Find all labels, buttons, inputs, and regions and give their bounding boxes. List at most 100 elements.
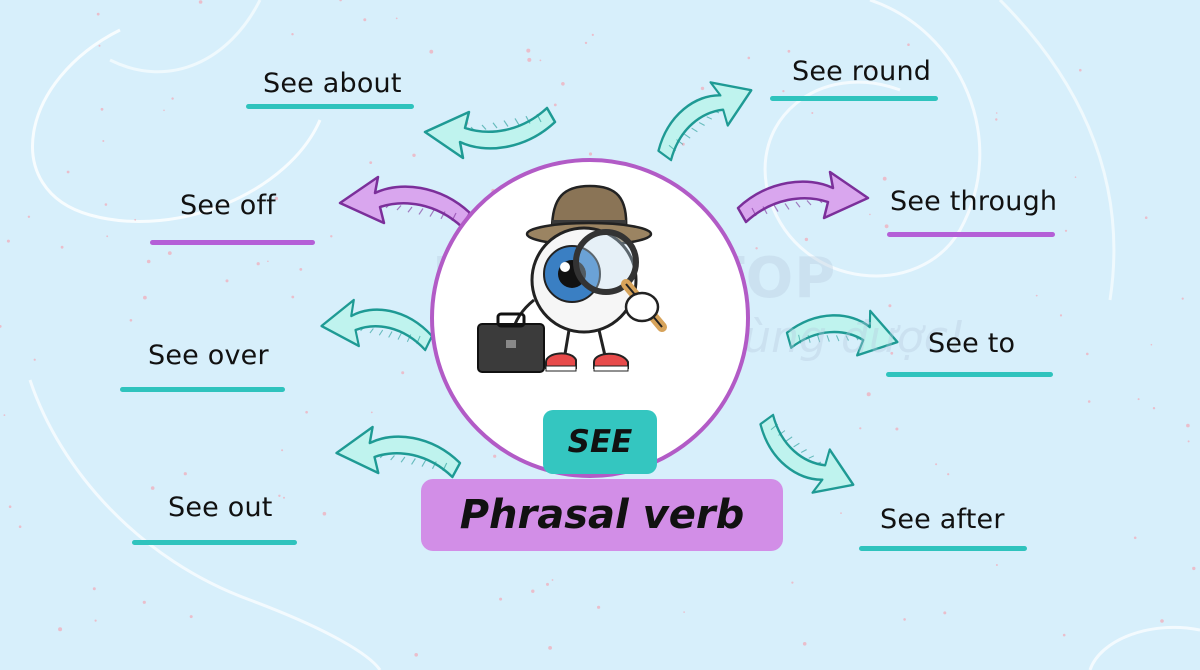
underline-see-round xyxy=(770,96,938,101)
speckle xyxy=(322,511,327,516)
underline-see-about xyxy=(246,104,414,109)
speckle xyxy=(0,325,2,328)
speckle xyxy=(1144,216,1148,219)
speckle xyxy=(1079,68,1082,72)
speckle xyxy=(895,427,899,431)
speckle xyxy=(395,17,398,20)
speckle xyxy=(947,473,950,476)
speckle xyxy=(98,44,101,47)
speckle xyxy=(1150,343,1153,346)
speckle xyxy=(1086,352,1089,356)
speckle xyxy=(92,587,96,591)
speckle xyxy=(1160,619,1164,623)
speckle xyxy=(225,279,229,283)
speckle xyxy=(142,600,146,604)
speckle xyxy=(299,268,303,271)
speckle xyxy=(291,295,295,299)
speckle xyxy=(551,579,554,581)
speckle xyxy=(58,627,63,632)
speckle xyxy=(363,18,367,22)
speckle xyxy=(1152,407,1156,410)
speckle xyxy=(401,371,405,375)
phrase-see-after: See after xyxy=(880,504,1005,535)
speckle xyxy=(531,589,535,593)
speckle xyxy=(283,496,285,499)
phrase-see-out: See out xyxy=(168,492,273,523)
speckle xyxy=(869,213,871,216)
speckle xyxy=(8,505,12,509)
speckle xyxy=(1181,297,1184,300)
speckle xyxy=(995,112,998,114)
speckle xyxy=(60,245,64,249)
speckle xyxy=(33,358,36,361)
speckle xyxy=(791,581,794,584)
speckle xyxy=(163,109,165,112)
speckle xyxy=(150,486,155,490)
speckle xyxy=(414,653,419,657)
speckle xyxy=(561,82,565,86)
speckle xyxy=(995,564,998,566)
see-badge: SEE xyxy=(543,410,657,474)
arrow-see-off-icon xyxy=(338,175,472,229)
speckle xyxy=(6,239,10,243)
speckle xyxy=(539,59,542,62)
speckle xyxy=(412,153,416,157)
speckle xyxy=(1187,440,1190,443)
speckle xyxy=(1074,176,1077,178)
speckle xyxy=(106,235,109,238)
arrow-see-round-icon xyxy=(657,81,753,162)
speckle xyxy=(755,247,758,250)
speckle xyxy=(1062,633,1066,637)
arrow-see-about-icon xyxy=(423,106,557,160)
speckle xyxy=(330,235,333,238)
speckle xyxy=(134,218,137,221)
speckle xyxy=(1064,229,1068,232)
speckle xyxy=(890,351,894,355)
speckle xyxy=(1035,294,1038,297)
speckle xyxy=(782,90,785,93)
speckle xyxy=(1087,400,1091,403)
speckle xyxy=(787,49,791,53)
speckle xyxy=(1133,536,1137,540)
speckle xyxy=(943,611,947,615)
speckle xyxy=(274,196,279,201)
speckle xyxy=(802,642,807,646)
speckle xyxy=(293,80,296,84)
speckle xyxy=(278,494,281,497)
speckle xyxy=(935,463,938,466)
speckle xyxy=(1192,566,1196,571)
speckle xyxy=(167,251,172,256)
speckle xyxy=(305,410,308,414)
speckle xyxy=(370,411,373,414)
speckle xyxy=(183,472,187,476)
underline-see-off xyxy=(150,240,315,245)
speckle xyxy=(903,618,906,621)
speckle xyxy=(588,152,593,156)
arrow-see-through-icon xyxy=(736,170,870,224)
speckle xyxy=(146,259,151,264)
speckle xyxy=(1137,398,1140,401)
speckle xyxy=(884,224,889,229)
speckle xyxy=(591,33,594,37)
phrasal-verb-title: Phrasal verb xyxy=(421,479,783,551)
arrow-see-over-icon xyxy=(320,298,434,352)
arrow-see-to-icon xyxy=(785,309,899,357)
speckle xyxy=(1186,423,1190,428)
speckle xyxy=(104,203,108,206)
speckle xyxy=(189,615,193,619)
speckle xyxy=(872,67,875,71)
speckle xyxy=(66,170,70,174)
speckle xyxy=(499,597,503,601)
speckle xyxy=(94,619,97,622)
speckle xyxy=(866,392,871,397)
speckle xyxy=(859,427,862,430)
speckle xyxy=(281,449,284,452)
speckle xyxy=(882,176,887,181)
eye-detective-icon xyxy=(477,184,667,373)
phrase-see-off: See off xyxy=(180,190,276,221)
speckle xyxy=(100,107,104,111)
speckle xyxy=(700,86,705,91)
underline-see-through xyxy=(887,232,1055,237)
